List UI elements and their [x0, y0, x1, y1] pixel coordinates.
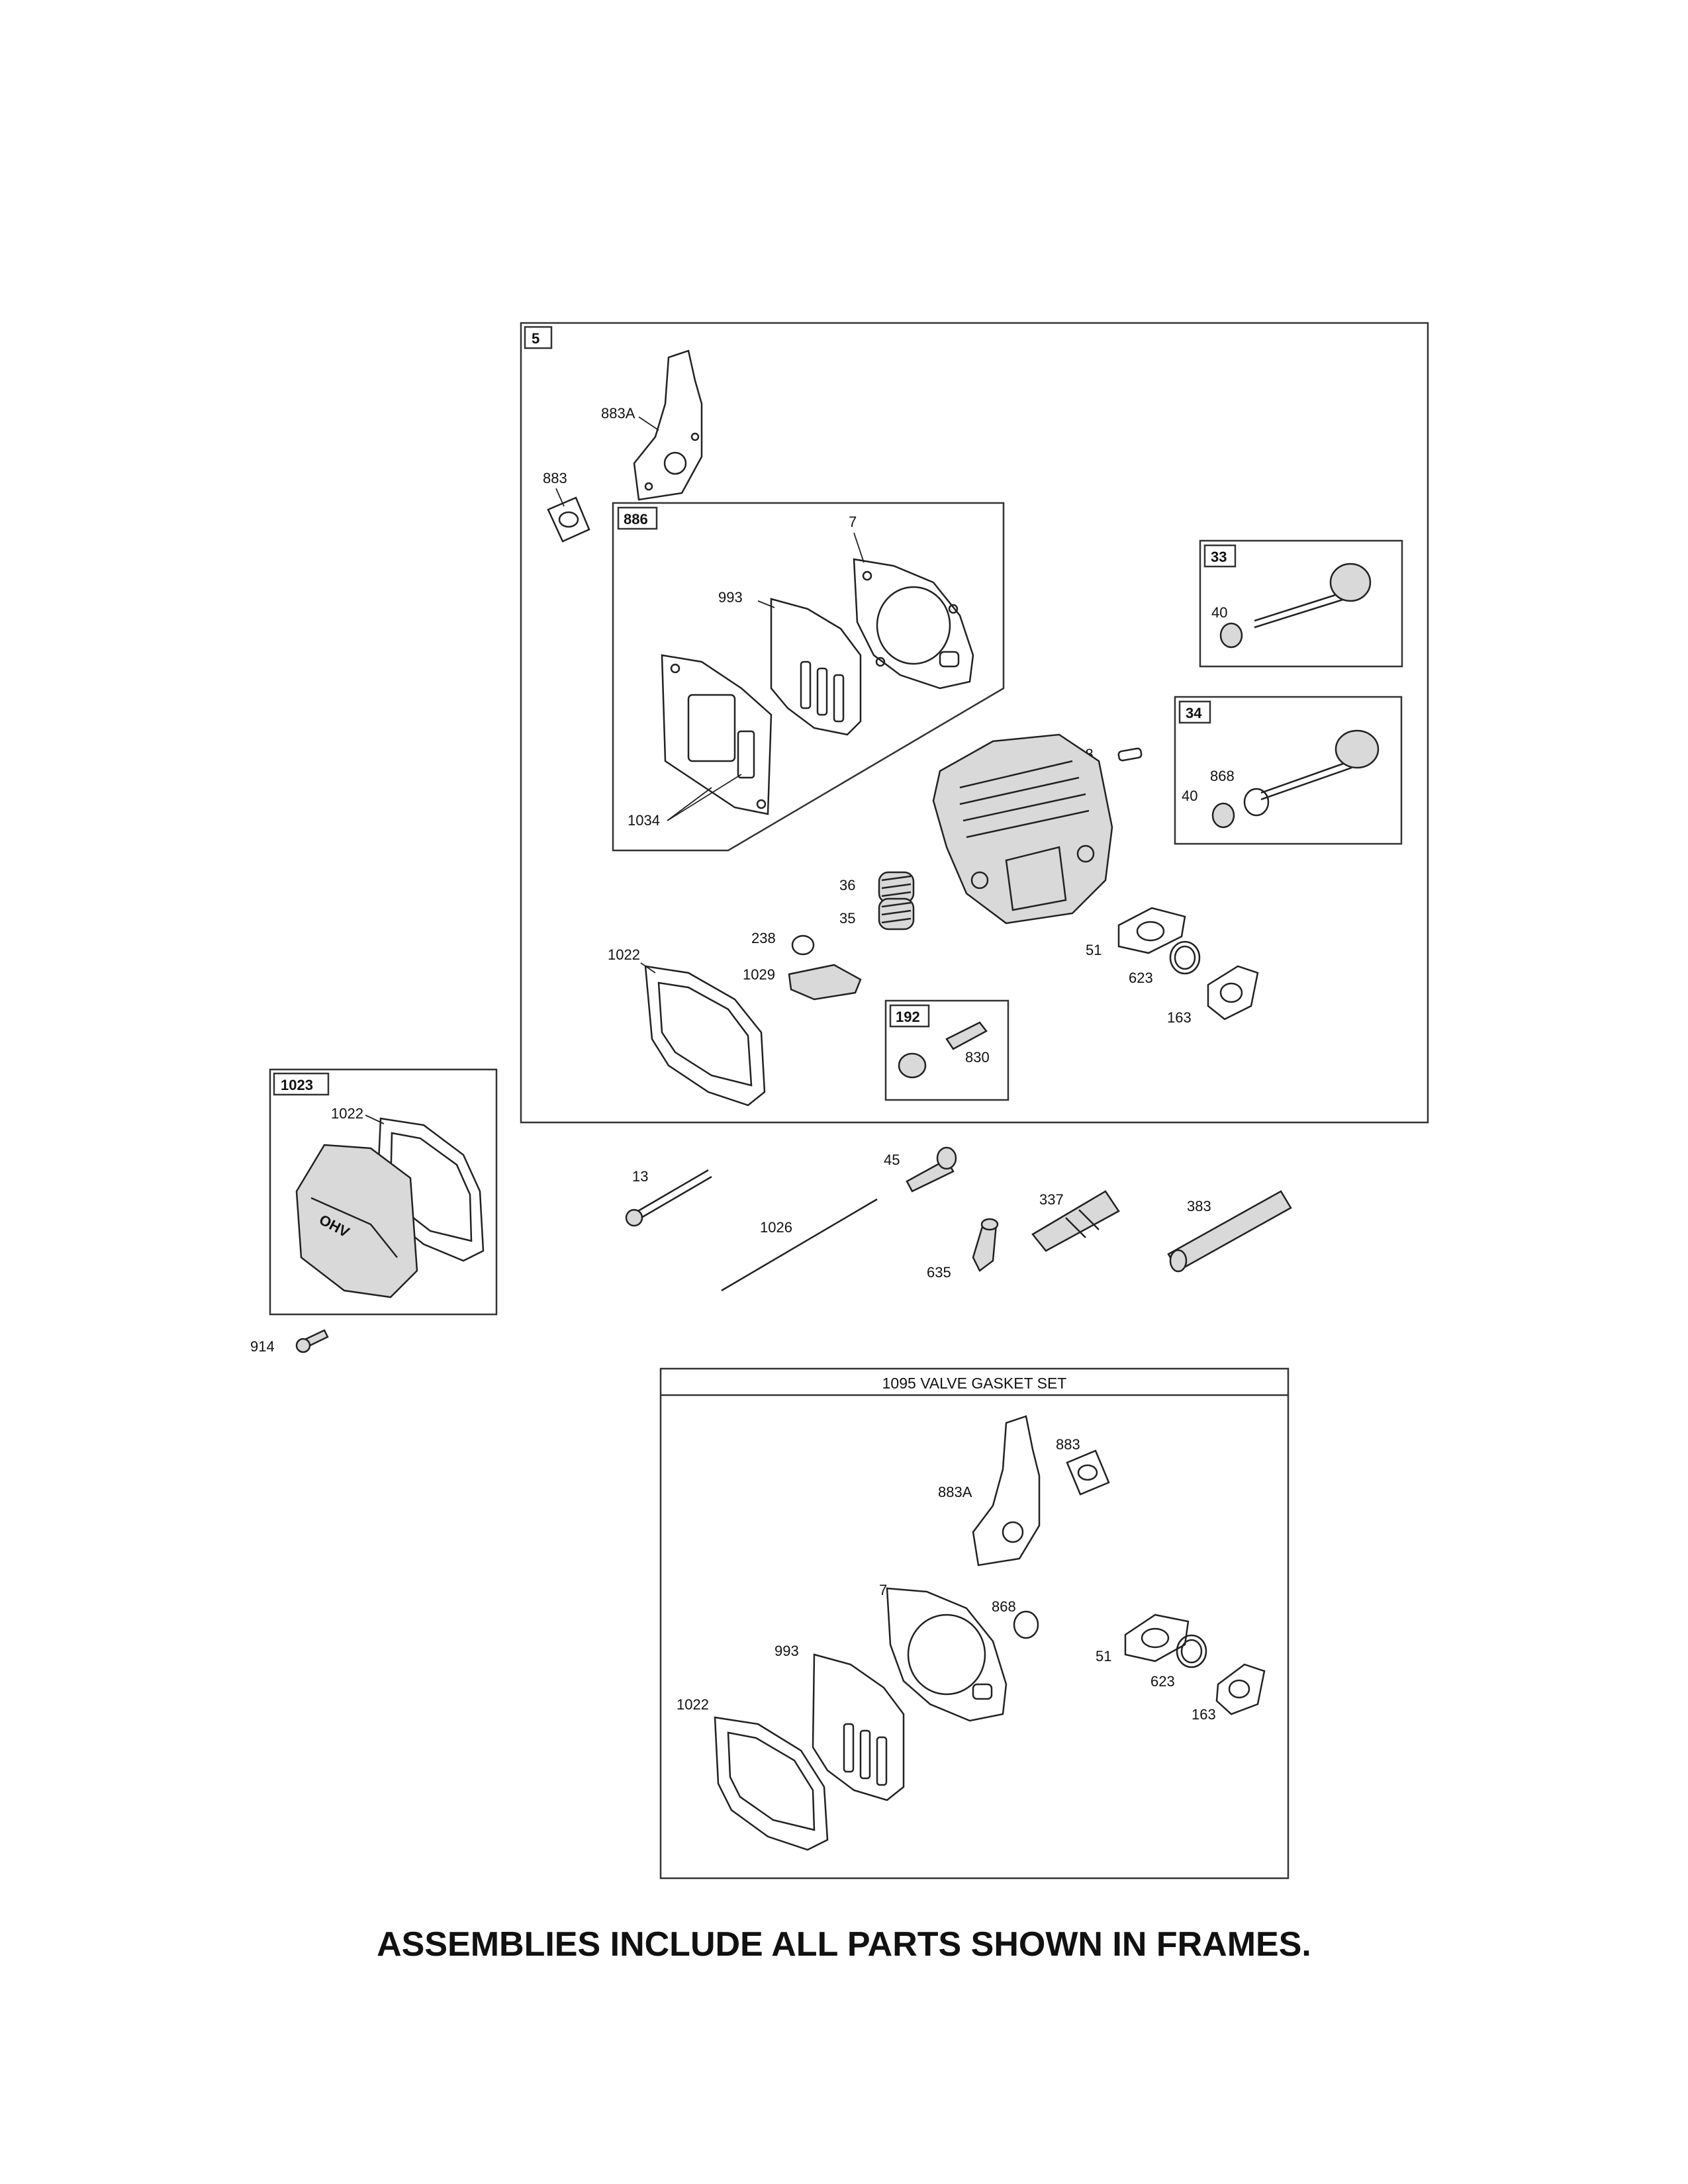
- frame-1023: [269, 1068, 498, 1316]
- frame-33: [1199, 539, 1403, 668]
- label-1026: 1026: [760, 1219, 792, 1236]
- pushrod-1026: [721, 1198, 878, 1292]
- set-ring-623: [1176, 1634, 1207, 1668]
- label-337: 337: [1039, 1191, 1064, 1208]
- valve-seal-868: [1243, 788, 1270, 817]
- frame-5-tag: [524, 326, 553, 349]
- frame-192: [884, 999, 1009, 1101]
- frame-5: [520, 322, 1429, 1124]
- exhaust-valve: [1260, 729, 1380, 801]
- retainer-192: [898, 1052, 927, 1079]
- label-383: 383: [1187, 1198, 1211, 1214]
- set-gasket-163: [1215, 1663, 1266, 1715]
- set-label-993: 993: [774, 1643, 799, 1659]
- label-13: 13: [632, 1168, 648, 1185]
- frame-33-tag: [1203, 544, 1237, 568]
- frame-5-label: 5: [532, 330, 539, 347]
- gasket-51: [1117, 907, 1186, 954]
- rocker-1029: [788, 964, 862, 1001]
- valve-spring-36: [878, 871, 915, 904]
- set-head-gasket-7: [886, 1587, 1008, 1722]
- gasket-883: [547, 496, 590, 543]
- ring-623: [1169, 940, 1201, 975]
- intake-plate-1034: [661, 654, 773, 815]
- label-238: 238: [751, 930, 776, 946]
- set-gasket-883: [1066, 1449, 1110, 1496]
- frame-886-label: 886: [624, 511, 648, 527]
- label-40b: 40: [1182, 788, 1197, 804]
- label-7: 7: [849, 514, 857, 530]
- label-623: 623: [1129, 970, 1153, 986]
- label-40a: 40: [1211, 604, 1227, 621]
- footer-note: ASSEMBLIES INCLUDE ALL PARTS SHOWN IN FR…: [377, 1925, 1311, 1964]
- label-914: 914: [250, 1338, 275, 1355]
- label-830: 830: [965, 1049, 990, 1066]
- label-45: 45: [884, 1152, 900, 1168]
- pin-718: [1117, 747, 1143, 762]
- set-label-883: 883: [1056, 1436, 1080, 1453]
- set-label-51: 51: [1096, 1648, 1111, 1664]
- intake-valve: [1254, 563, 1372, 629]
- stud-45: [906, 1146, 957, 1193]
- frame-1023-label: 1023: [281, 1077, 313, 1093]
- valve-keeper-40a: [1219, 622, 1243, 649]
- set-cover-gasket-1022: [714, 1716, 829, 1851]
- label-36: 36: [839, 877, 855, 893]
- valve-spring-35: [878, 897, 915, 931]
- label-1022b: 1022: [331, 1105, 363, 1122]
- gasket-163: [1207, 965, 1259, 1021]
- ring-238: [791, 934, 815, 956]
- label-635: 635: [927, 1264, 951, 1281]
- label-1022: 1022: [608, 946, 640, 963]
- label-993: 993: [718, 589, 743, 606]
- label-163: 163: [1167, 1009, 1192, 1026]
- valve-cover: OHV: [295, 1144, 418, 1298]
- cover-gasket-1022: [644, 965, 766, 1107]
- label-883a: 883A: [601, 405, 635, 422]
- frame-1095: [659, 1367, 1289, 1880]
- set-gasket-51: [1124, 1614, 1190, 1662]
- bracket-gasket-883a: [633, 349, 703, 501]
- spark-plug-337: [1031, 1190, 1120, 1252]
- label-51: 51: [1086, 942, 1102, 958]
- frame-886-tag: [617, 506, 658, 530]
- head-gasket-7: [853, 558, 974, 690]
- set-label-1022: 1022: [677, 1696, 709, 1713]
- set-label-163: 163: [1192, 1706, 1216, 1723]
- label-868: 868: [1210, 768, 1235, 784]
- gasket-993: [770, 598, 862, 736]
- breather-635: [972, 1218, 999, 1272]
- set-label-623: 623: [1150, 1673, 1175, 1690]
- frame-1023-tag: [273, 1072, 330, 1096]
- label-883: 883: [543, 470, 567, 486]
- set-label-883a: 883A: [938, 1484, 972, 1500]
- frame-192-tag: [889, 1004, 930, 1028]
- cylinder-head: [932, 733, 1113, 925]
- bolt-13: [625, 1169, 712, 1227]
- label-1034: 1034: [628, 812, 660, 829]
- frame-34: [1174, 696, 1403, 845]
- frame-192-label: 192: [896, 1009, 920, 1025]
- frame-33-label: 33: [1211, 549, 1227, 565]
- set-bracket-gasket-883a: [972, 1415, 1041, 1567]
- adjuster-830: [945, 1021, 988, 1050]
- set-label-7: 7: [879, 1582, 887, 1598]
- frame-886: [612, 502, 1005, 852]
- frame-34-tag: [1178, 700, 1211, 724]
- frame-1095-title: 1095 VALVE GASKET SET: [882, 1375, 1067, 1392]
- screw-914: [295, 1329, 329, 1353]
- set-valve-seal-868: [1013, 1610, 1039, 1639]
- label-1029: 1029: [743, 966, 775, 983]
- set-gasket-993: [812, 1653, 905, 1801]
- label-35: 35: [839, 910, 855, 927]
- valve-keeper-40b: [1211, 802, 1235, 829]
- frame-34-label: 34: [1186, 705, 1202, 721]
- set-label-868: 868: [992, 1598, 1016, 1615]
- tool-383: [1167, 1190, 1292, 1273]
